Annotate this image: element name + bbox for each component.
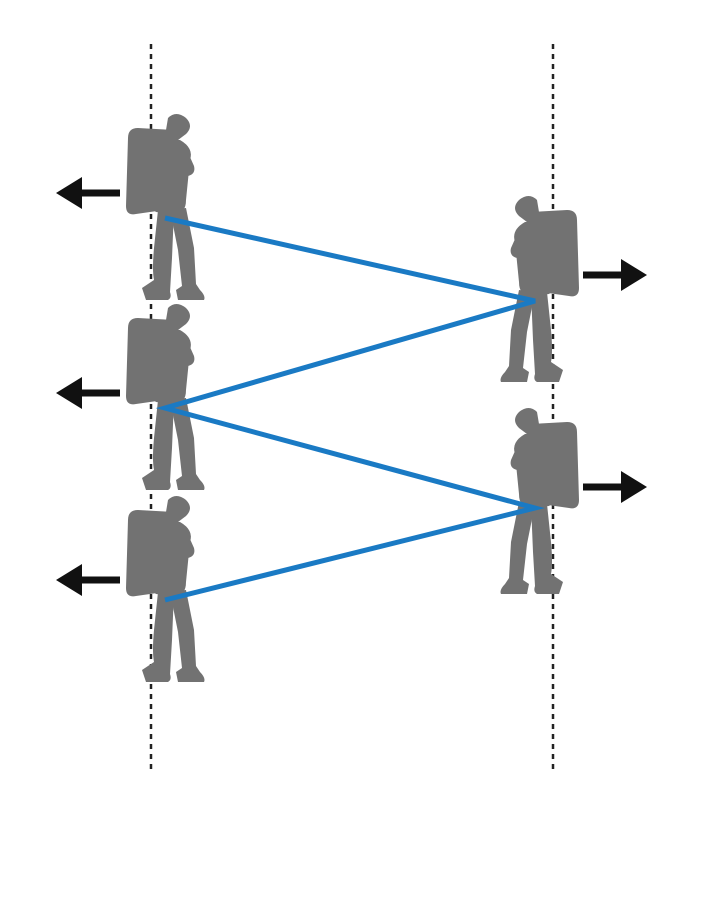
right-arrow-icon [583, 471, 647, 503]
zigzag-connection-line [155, 215, 545, 603]
hiker-icon [125, 304, 205, 490]
right-arrow-icon [583, 259, 647, 291]
hiker-icon [125, 496, 205, 682]
hiker-icon [125, 114, 205, 300]
left-arrow-icon [56, 177, 120, 209]
left-arrow-icon [56, 377, 120, 409]
left-arrow-icon [56, 564, 120, 596]
hiker-icon [500, 196, 579, 382]
